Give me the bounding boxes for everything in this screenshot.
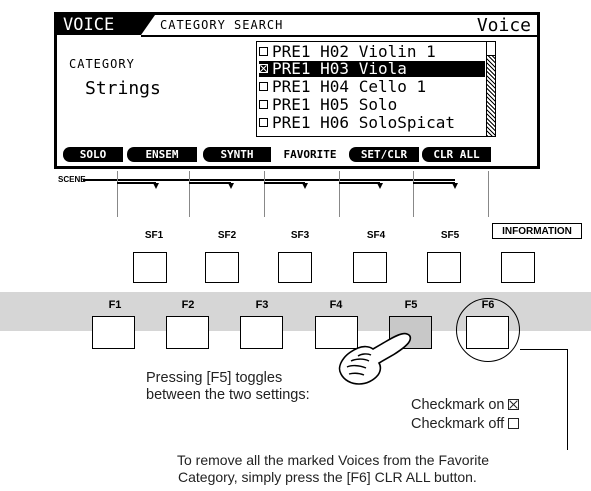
scene-segment: [413, 182, 455, 184]
divider-tick: [488, 171, 489, 217]
tab-synth[interactable]: SYNTH: [203, 147, 271, 162]
voice-list-item-label: PRE1 H04 Cello 1: [272, 77, 426, 96]
sf4-button[interactable]: [353, 252, 387, 283]
checkbox-checked-icon: [508, 399, 519, 410]
tab-favorite[interactable]: FAVORITE: [273, 147, 347, 162]
lcd-page-title: CATEGORY SEARCH: [160, 18, 283, 32]
sf5-button[interactable]: [427, 252, 461, 283]
callout-line-vertical: [567, 349, 568, 450]
f1-button[interactable]: [92, 316, 135, 349]
clr-all-note-line1: To remove all the marked Voices from the…: [177, 452, 489, 469]
lcd-category-value: Strings: [85, 78, 161, 99]
f5-label: F5: [396, 299, 426, 311]
sf3-button[interactable]: [278, 252, 312, 283]
toggle-note-line2: between the two settings:: [146, 387, 310, 404]
checkbox-unchecked-icon[interactable]: [259, 100, 268, 109]
lcd-function-tabs: SOLO ENSEM SYNTH FAVORITE SET/CLR CLR AL…: [63, 147, 533, 162]
voice-list-item-label: PRE1 H03 Viola: [272, 59, 407, 78]
lcd-mode-tab-corner: [141, 15, 155, 35]
information-label: INFORMATION: [492, 223, 582, 239]
sf1-label: SF1: [134, 230, 174, 241]
scene-segment: [339, 182, 380, 184]
scene-arrow-icon: [377, 183, 383, 189]
legend-on-label: Checkmark on: [411, 397, 504, 413]
checkbox-unchecked-icon[interactable]: [259, 82, 268, 91]
scene-arrow-icon: [153, 183, 159, 189]
voice-list-item-label: PRE1 H06 SoloSpicat: [272, 113, 455, 132]
divider-tick: [264, 171, 265, 217]
sf2-label: SF2: [207, 230, 247, 241]
f3-button[interactable]: [240, 316, 283, 349]
f2-button[interactable]: [166, 316, 209, 349]
scene-label: SCENE: [58, 175, 86, 184]
divider-tick: [339, 171, 340, 217]
lcd-mode-tab: VOICE: [57, 15, 141, 35]
voice-list[interactable]: PRE1 H02 Violin 1 PRE1 H03 Viola PRE1 H0…: [256, 41, 494, 137]
lcd-screen: VOICE CATEGORY SEARCH Voice CATEGORY Str…: [54, 12, 540, 169]
f1-label: F1: [100, 299, 130, 311]
pointing-hand-icon: [333, 328, 413, 390]
information-button[interactable]: [501, 252, 535, 283]
legend-off-label: Checkmark off: [411, 416, 504, 432]
tab-clr-all[interactable]: CLR ALL: [422, 147, 491, 162]
lcd-mode-label: Voice: [477, 15, 531, 36]
legend-checkmark-off: Checkmark off: [411, 416, 519, 432]
f3-label: F3: [247, 299, 277, 311]
sf1-button[interactable]: [133, 252, 167, 283]
clr-all-note-line2: Category, simply press the [F6] CLR ALL …: [178, 469, 477, 486]
scene-segment: [189, 182, 231, 184]
lcd-category-label: CATEGORY: [69, 57, 135, 71]
voice-list-item-label: PRE1 H05 Solo: [272, 95, 397, 114]
legend-checkmark-on: Checkmark on: [411, 397, 519, 413]
tab-solo[interactable]: SOLO: [63, 147, 123, 162]
voice-list-scrollbar[interactable]: [486, 41, 496, 137]
voice-list-item[interactable]: PRE1 H02 Violin 1: [259, 44, 485, 60]
f2-label: F2: [173, 299, 203, 311]
scene-arrow-icon: [452, 183, 458, 189]
voice-list-item[interactable]: PRE1 H06 SoloSpicat: [259, 115, 485, 131]
divider-tick: [117, 171, 118, 217]
callout-line-horizontal: [520, 349, 567, 350]
scene-bracket-line: [83, 179, 455, 181]
tab-ensem[interactable]: ENSEM: [127, 147, 197, 162]
voice-list-item-selected[interactable]: PRE1 H03 Viola: [259, 61, 485, 77]
tab-set-clr[interactable]: SET/CLR: [349, 147, 419, 162]
checkbox-checked-icon[interactable]: [259, 64, 268, 73]
checkbox-unchecked-icon: [508, 418, 519, 429]
f4-label: F4: [321, 299, 351, 311]
checkbox-unchecked-icon[interactable]: [259, 47, 268, 56]
checkbox-unchecked-icon[interactable]: [259, 118, 268, 127]
scene-arrow-icon: [228, 183, 234, 189]
scene-segment: [264, 182, 305, 184]
sf4-label: SF4: [356, 230, 396, 241]
sf5-label: SF5: [430, 230, 470, 241]
sf2-button[interactable]: [205, 252, 239, 283]
sf3-label: SF3: [280, 230, 320, 241]
scene-arrow-icon: [302, 183, 308, 189]
divider-tick: [189, 171, 190, 217]
divider-tick: [413, 171, 414, 217]
f6-highlight-ring: [456, 298, 520, 362]
scene-segment: [117, 182, 156, 184]
scrollbar-thumb[interactable]: [487, 42, 495, 56]
toggle-note-line1: Pressing [F5] toggles: [146, 370, 282, 387]
voice-list-item[interactable]: PRE1 H05 Solo: [259, 97, 485, 113]
voice-list-item[interactable]: PRE1 H04 Cello 1: [259, 79, 485, 95]
